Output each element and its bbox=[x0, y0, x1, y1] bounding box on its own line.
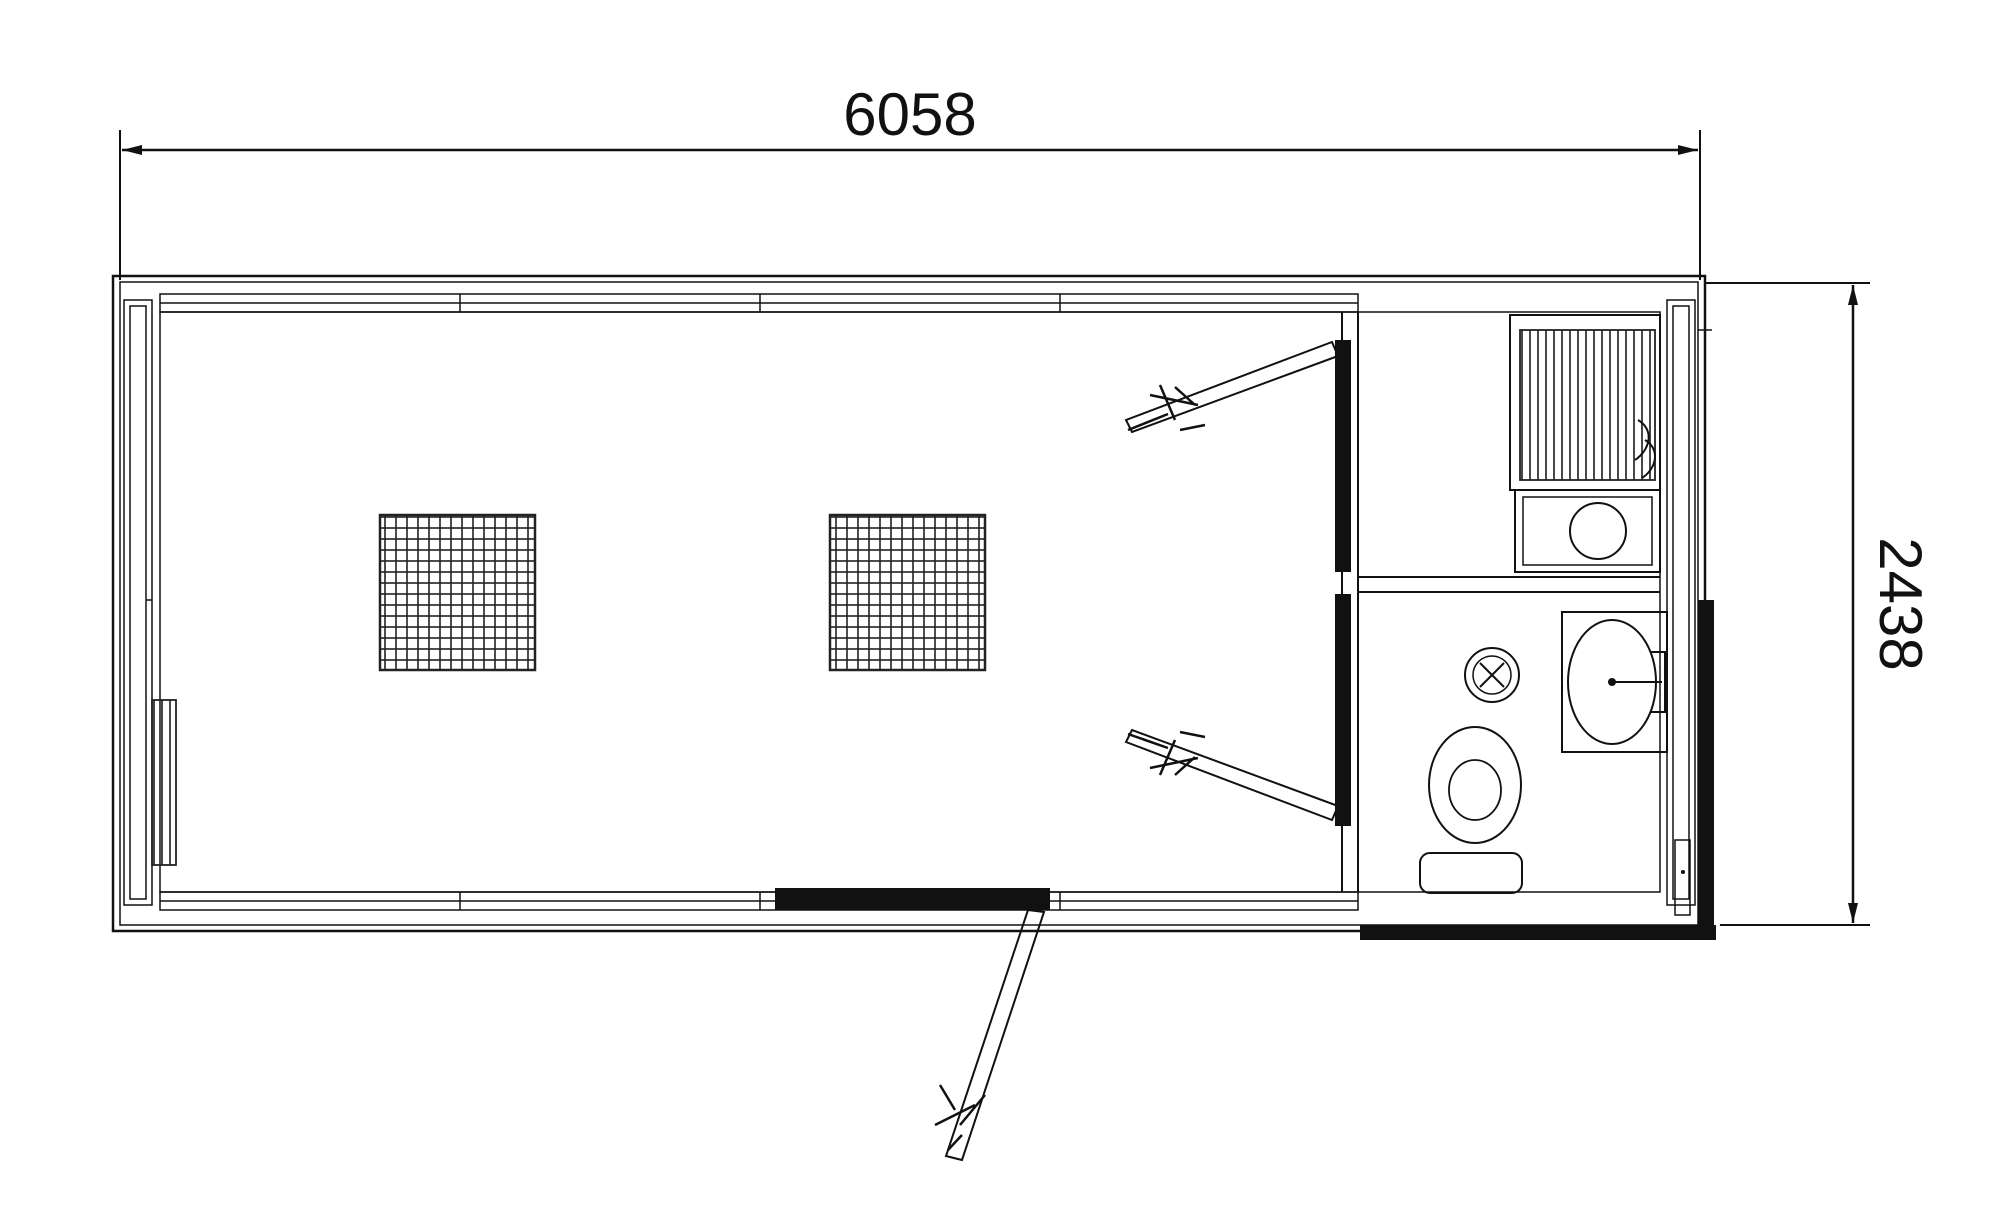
ceiling-light-icon bbox=[828, 513, 987, 672]
width-dimension: 2438 bbox=[1705, 282, 1934, 926]
water-heater-icon bbox=[1514, 489, 1661, 573]
shower-tray-icon bbox=[1509, 314, 1661, 491]
window-bottom bbox=[159, 891, 1359, 911]
kitchen-door bbox=[1124, 340, 1351, 572]
toilet-icon bbox=[1419, 726, 1523, 894]
entrance-door bbox=[775, 888, 1050, 1162]
length-dimension-label: 6058 bbox=[843, 81, 976, 148]
sink-icon bbox=[1561, 611, 1668, 753]
entrance-door-handle-icon bbox=[934, 1084, 986, 1151]
wall-fixture-marks bbox=[1681, 329, 1712, 874]
bathroom-door bbox=[1124, 594, 1351, 826]
ceiling-light-icon bbox=[378, 513, 537, 672]
width-dimension-label: 2438 bbox=[1867, 537, 1934, 670]
bathroom-external-door bbox=[1360, 600, 1716, 940]
radiator-icon bbox=[151, 699, 177, 866]
floor-drain-icon bbox=[1464, 647, 1520, 703]
length-dimension: 6058 bbox=[119, 81, 1701, 280]
window-top bbox=[159, 293, 1359, 313]
